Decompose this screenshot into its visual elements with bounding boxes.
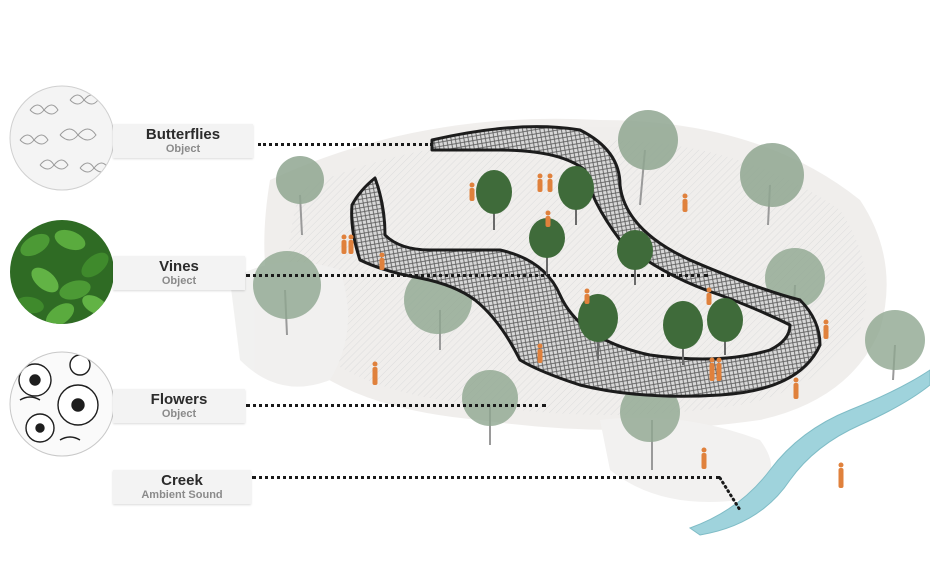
flowers-label: Flowers Object [113,389,245,423]
tree [276,156,324,236]
person-figure [379,252,385,270]
tree [578,294,618,360]
butterflies-label: Butterflies Object [113,124,253,158]
person-figure [701,447,707,469]
tree [740,143,804,226]
butterflies-leader-line [258,143,433,146]
person-figure [545,210,551,227]
vines-subtitle: Object [161,275,197,287]
pathway-ribbon [350,125,822,398]
people [341,173,844,488]
tree [476,170,512,230]
vines-icon [10,220,114,324]
creek-label: Creek Ambient Sound [113,470,251,504]
tree [253,251,321,336]
creek-title: Creek [161,472,203,489]
creek-leader-tail [718,476,742,512]
person-figure [706,287,712,305]
person-figure [823,319,829,339]
vines-label: Vines Object [113,256,245,290]
person-figure [547,173,553,192]
flowers-subtitle: Object [161,408,197,420]
butterflies-icon [9,85,115,191]
dark-trees [476,166,743,365]
vines-leader-line [246,274,708,277]
creek [688,369,930,536]
vines-title: Vines [159,258,199,275]
tree [865,310,925,381]
butterflies-subtitle: Object [165,143,201,155]
person-figure [537,173,543,192]
flowers-title: Flowers [150,391,208,408]
tree [558,166,594,225]
flowers-icon [9,351,115,457]
tree [617,230,653,285]
person-figure [716,357,722,381]
person-figure [537,343,543,363]
tree [663,301,703,365]
person-figure [793,377,799,399]
person-figure [838,462,844,488]
person-figure [709,357,715,381]
person-figure [348,234,354,254]
person-figure [469,182,475,201]
creek-subtitle: Ambient Sound [141,489,223,501]
creek-leader-line [252,476,720,479]
person-figure [584,288,590,304]
tree [529,218,565,275]
person-figure [372,361,378,385]
light-trees [253,110,925,470]
tree [618,110,678,206]
butterflies-title: Butterflies [145,126,221,143]
person-figure [341,234,347,254]
flowers-leader-line [246,404,546,407]
tree [462,370,518,445]
person-figure [682,193,688,212]
tree [707,298,743,355]
